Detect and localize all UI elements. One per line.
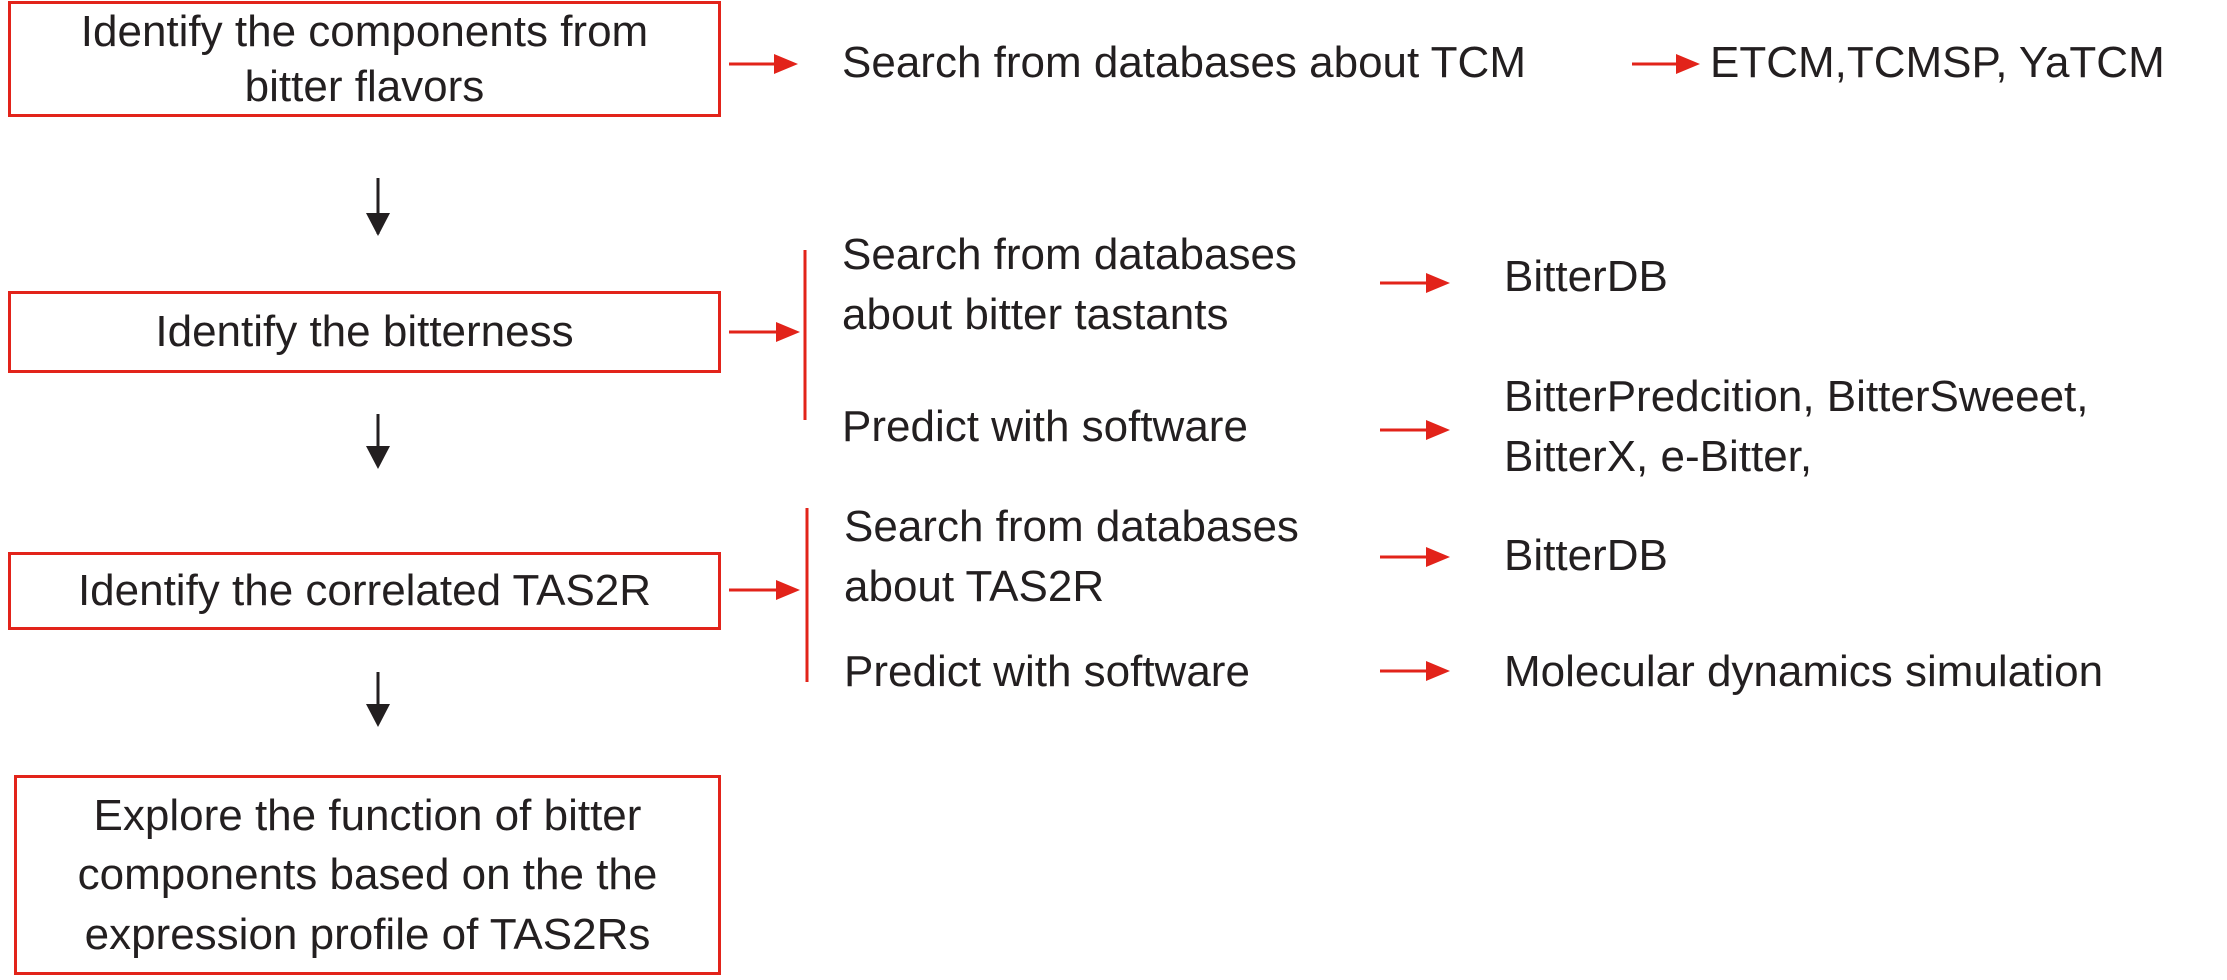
arrow-branch2-a-head	[1426, 273, 1450, 293]
arrow-step1-to-method-head	[774, 54, 798, 74]
flow-step-identify-tas2r: Identify the correlated TAS2R	[8, 552, 721, 630]
branch3-method-predict-text: Predict with software	[844, 647, 1250, 696]
flow-arrow-3-4-head	[366, 704, 390, 727]
branch3-method-search-text: Search from databases about TAS2R	[844, 502, 1299, 611]
arrow-step3-to-bracket-head	[776, 580, 800, 600]
branch2-method-search-text: Search from databases about bitter tasta…	[842, 230, 1297, 339]
arrow-step2-to-bracket-head	[776, 322, 800, 342]
flow-step-explore-function: Explore the function of bitter component…	[14, 775, 721, 975]
branch3-result-bitterdb-text: BitterDB	[1504, 531, 1668, 580]
flow-arrow-2-3-head	[366, 446, 390, 469]
flow-arrow-1-2-head	[366, 213, 390, 236]
branch1-result-text: ETCM,TCMSP, YaTCM	[1710, 38, 2165, 87]
arrow-branch3-b-head	[1426, 661, 1450, 681]
arrow-method-to-result-1-head	[1676, 54, 1700, 74]
branch2-result-bitterdb-text: BitterDB	[1504, 252, 1668, 301]
branch1-method-text: Search from databases about TCM	[842, 38, 1526, 87]
branch2-result-software-text: BitterPredcition, BitterSweeet, BitterX,…	[1504, 372, 2089, 481]
flow-step-identify-components: Identify the components from bitter flav…	[8, 1, 721, 117]
arrow-branch3-a-head	[1426, 547, 1450, 567]
branch2-method-predict-text: Predict with software	[842, 402, 1248, 451]
flow-step-identify-bitterness: Identify the bitterness	[8, 291, 721, 373]
branch3-result-md-text: Molecular dynamics simulation	[1504, 647, 2104, 696]
arrow-branch2-b-head	[1426, 420, 1450, 440]
